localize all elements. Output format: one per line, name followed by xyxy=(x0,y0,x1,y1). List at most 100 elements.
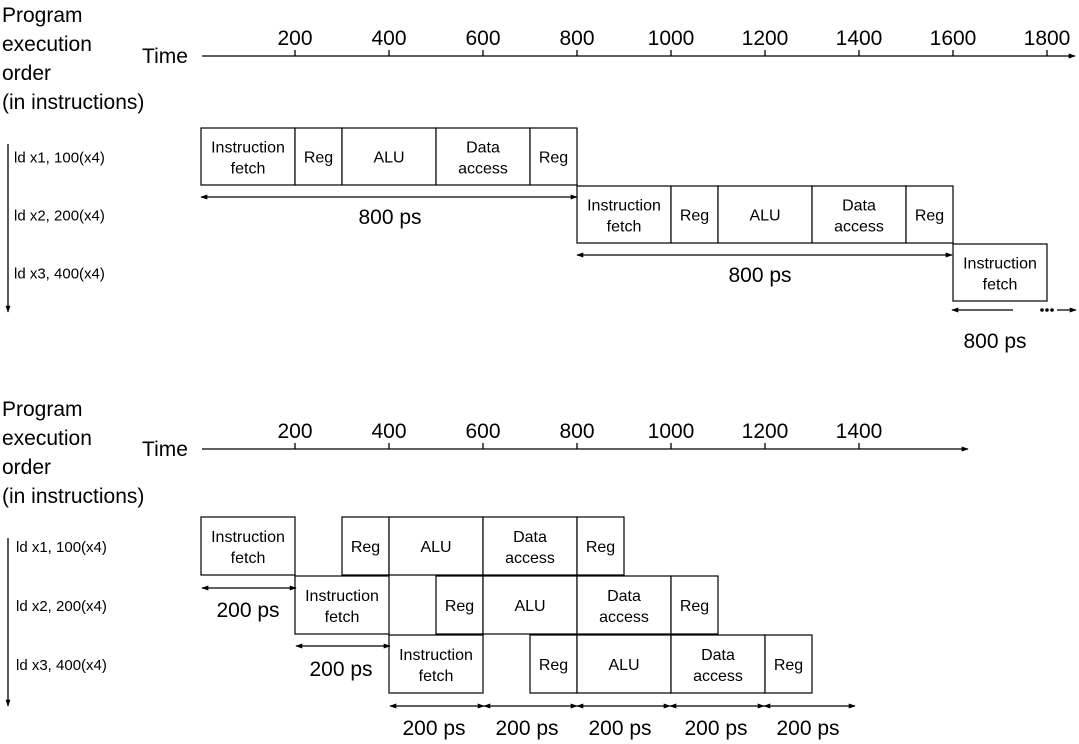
stage-if-box xyxy=(952,243,1048,302)
stage-if-label: fetch xyxy=(607,219,642,236)
y-axis-label-line: execution xyxy=(2,427,92,450)
span-label: 200 ps xyxy=(588,717,651,740)
span-label: 200 ps xyxy=(402,717,465,740)
stage-if-box xyxy=(200,516,296,576)
continuation-dot xyxy=(1050,308,1054,312)
stage-alu-label: ALU xyxy=(749,208,780,225)
span-label: 200 ps xyxy=(684,717,747,740)
continuation-dot xyxy=(1040,308,1044,312)
stage-wb-label: Reg xyxy=(586,539,615,556)
time-tick-label: 1000 xyxy=(648,27,695,50)
y-axis-label-line: order xyxy=(2,456,51,479)
time-tick-label: 1400 xyxy=(836,27,883,50)
stage-alu-label: ALU xyxy=(514,598,545,615)
stage-reg-box xyxy=(294,127,343,186)
stage-wb-box xyxy=(529,127,578,186)
stage-wb-label: Reg xyxy=(539,150,568,167)
stage-alu-box xyxy=(576,634,672,694)
stage-if-label: Instruction xyxy=(211,140,285,157)
time-label: Time xyxy=(142,45,188,68)
y-axis-label-line: Program xyxy=(2,398,83,421)
stage-wb-box xyxy=(670,575,719,635)
time-tick-label: 1800 xyxy=(1024,27,1071,50)
y-axis-label-line: execution xyxy=(2,33,92,56)
stage-if-box xyxy=(388,634,484,694)
stage-reg-box xyxy=(529,634,578,694)
stage-mem-box xyxy=(576,575,672,635)
span-label: 200 ps xyxy=(309,658,372,681)
span-label: 800 ps xyxy=(358,206,421,229)
stage-if-label: fetch xyxy=(325,609,360,626)
stage-if-label: Instruction xyxy=(211,529,285,546)
instruction-label: ld x1, 100(x4) xyxy=(16,539,107,556)
time-tick-label: 1600 xyxy=(930,27,977,50)
y-axis-label-line: (in instructions) xyxy=(2,91,144,114)
stage-mem-label: access xyxy=(693,668,743,685)
stage-if-label: fetch xyxy=(983,277,1018,294)
stage-alu-label: ALU xyxy=(373,150,404,167)
stage-if-label: Instruction xyxy=(963,256,1037,273)
time-tick-label: 400 xyxy=(371,420,406,443)
stage-if-box xyxy=(294,575,390,635)
stage-mem-box xyxy=(670,634,766,694)
stage-wb-label: Reg xyxy=(915,208,944,225)
span-label: 800 ps xyxy=(963,330,1026,353)
instruction-label: ld x2, 200(x4) xyxy=(14,208,105,225)
stage-reg-label: Reg xyxy=(445,598,474,615)
stage-alu-box xyxy=(388,516,484,576)
stage-reg-label: Reg xyxy=(304,150,333,167)
stage-mem-label: Data xyxy=(701,647,735,664)
stage-mem-label: access xyxy=(505,550,555,567)
stage-mem-label: Data xyxy=(466,140,500,157)
continuation-dot xyxy=(1045,308,1049,312)
span-label: 200 ps xyxy=(776,717,839,740)
stage-mem-box xyxy=(482,516,578,576)
stage-mem-label: Data xyxy=(842,198,876,215)
stage-mem-box xyxy=(811,185,907,244)
stage-if-label: Instruction xyxy=(305,588,379,605)
stage-alu-box xyxy=(717,185,813,244)
time-tick-label: 600 xyxy=(465,420,500,443)
time-tick-label: 1200 xyxy=(742,27,789,50)
stage-mem-label: access xyxy=(458,161,508,178)
stage-reg-label: Reg xyxy=(351,539,380,556)
stage-if-label: fetch xyxy=(231,550,266,567)
stage-reg-label: Reg xyxy=(539,657,568,674)
stage-alu-label: ALU xyxy=(608,657,639,674)
stage-if-box xyxy=(576,185,672,244)
stage-wb-box xyxy=(576,516,625,576)
time-tick-label: 200 xyxy=(277,420,312,443)
stage-mem-label: Data xyxy=(513,529,547,546)
time-tick-label: 600 xyxy=(465,27,500,50)
y-axis-label-line: (in instructions) xyxy=(2,485,144,508)
time-tick-label: 1200 xyxy=(742,420,789,443)
span-label: 200 ps xyxy=(216,599,279,622)
time-tick-label: 1400 xyxy=(836,420,883,443)
time-tick-label: 1000 xyxy=(648,420,695,443)
y-axis-label-line: order xyxy=(2,62,51,85)
time-tick-label: 200 xyxy=(277,27,312,50)
time-tick-label: 800 xyxy=(559,420,594,443)
time-tick-label: 800 xyxy=(559,27,594,50)
span-label: 200 ps xyxy=(495,717,558,740)
stage-if-label: Instruction xyxy=(399,647,473,664)
stage-alu-box xyxy=(341,127,437,186)
instruction-label: ld x3, 400(x4) xyxy=(14,266,105,283)
stage-mem-label: access xyxy=(599,609,649,626)
stage-alu-box xyxy=(482,575,578,635)
stage-if-box xyxy=(200,127,296,186)
time-label: Time xyxy=(142,438,188,461)
time-tick-label: 400 xyxy=(371,27,406,50)
stage-wb-box xyxy=(764,634,813,694)
stage-mem-label: Data xyxy=(607,588,641,605)
stage-alu-label: ALU xyxy=(420,539,451,556)
stage-reg-box xyxy=(341,516,390,576)
stage-wb-label: Reg xyxy=(680,598,709,615)
span-label: 800 ps xyxy=(728,264,791,287)
stage-reg-label: Reg xyxy=(680,208,709,225)
stage-mem-label: access xyxy=(834,219,884,236)
stage-wb-label: Reg xyxy=(774,657,803,674)
stage-mem-box xyxy=(435,127,531,186)
